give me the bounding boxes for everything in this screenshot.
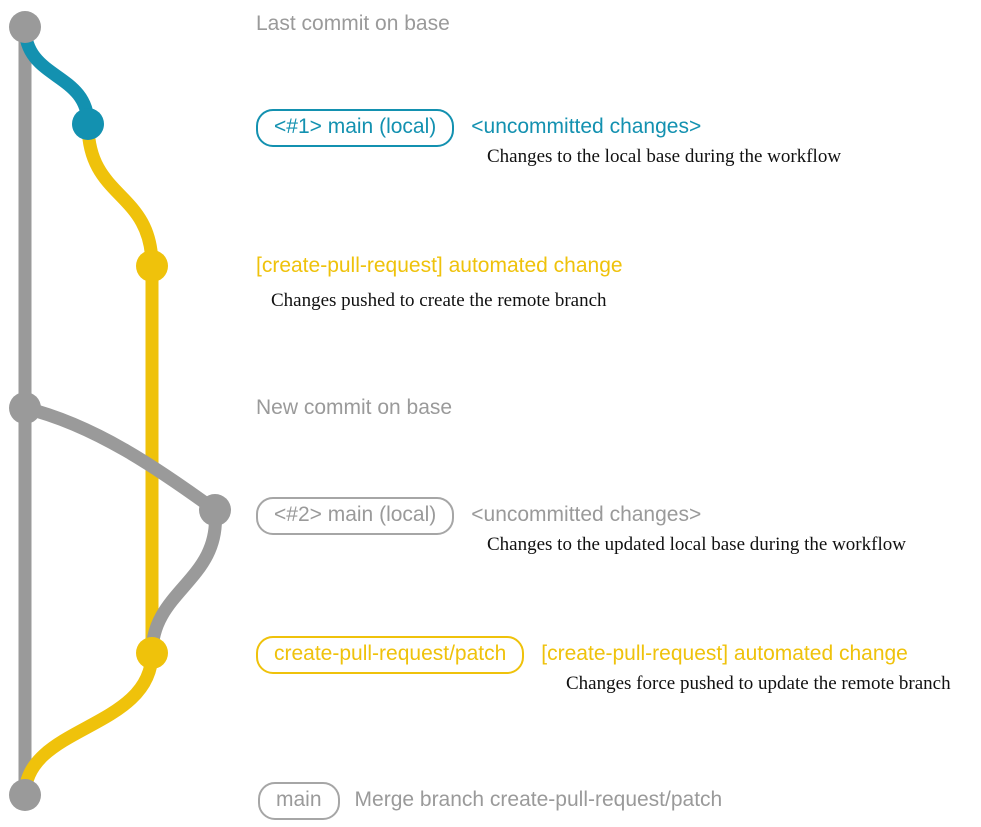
commit-node-local-2[interactable] xyxy=(199,494,231,526)
ref-badge-main-local-2[interactable]: <#2> main (local) xyxy=(256,497,455,535)
commit-subject-local-change-1: <uncommitted changes> xyxy=(471,115,702,138)
commit-subject-automated-change-2: [create-pull-request] automated change xyxy=(541,642,908,665)
edge-base-to-local1 xyxy=(18,20,95,131)
commit-row-merge-commit: main Merge branch create-pull-request/pa… xyxy=(258,782,722,820)
commit-subject-automated-change-1: [create-pull-request] automated change xyxy=(256,254,623,277)
commit-row-local-change-2: <#2> main (local) <uncommitted changes> xyxy=(256,497,701,535)
commit-description-automated-change-1: Changes pushed to create the remote bran… xyxy=(271,290,607,311)
commit-description-local-change-1: Changes to the local base during the wor… xyxy=(487,146,842,167)
ref-badge-create-pull-request-patch[interactable]: create-pull-request/patch xyxy=(256,636,525,674)
commit-node-patch-create[interactable] xyxy=(136,250,168,282)
edge-local1-to-patch xyxy=(81,117,159,273)
commit-subject-new-commit-on-base: New commit on base xyxy=(256,396,453,419)
commit-subject-last-commit-on-base: Last commit on base xyxy=(256,12,450,35)
commit-node-base-last[interactable] xyxy=(9,11,41,43)
commit-subject-local-change-2: <uncommitted changes> xyxy=(471,503,702,526)
commit-node-base-new[interactable] xyxy=(9,392,41,424)
commit-description-automated-change-2: Changes force pushed to update the remot… xyxy=(566,673,951,694)
ref-badge-main[interactable]: main xyxy=(258,782,340,820)
commit-row-automated-change-2: create-pull-request/patch [create-pull-r… xyxy=(256,636,908,674)
edge-patch-to-merge xyxy=(18,646,159,802)
commit-node-base-merge[interactable] xyxy=(9,779,41,811)
commit-description-local-change-2: Changes to the updated local base during… xyxy=(487,534,906,555)
ref-badge-main-local-1[interactable]: <#1> main (local) xyxy=(256,109,455,147)
commit-node-patch-force[interactable] xyxy=(136,637,168,669)
edge-local2-to-patch xyxy=(145,503,222,660)
commit-row-local-change-1: <#1> main (local) <uncommitted changes> xyxy=(256,109,701,147)
commit-node-local-1[interactable] xyxy=(72,108,104,140)
edge-base-to-local2 xyxy=(18,401,222,517)
commit-subject-merge-commit: Merge branch create-pull-request/patch xyxy=(354,788,723,811)
